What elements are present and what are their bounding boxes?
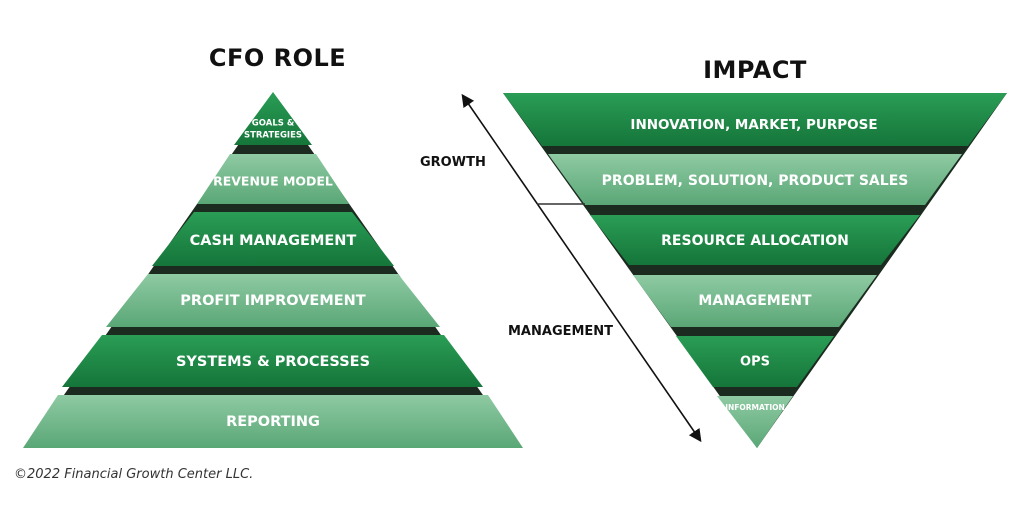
impact-label-1: INNOVATION, MARKET, PURPOSE <box>630 117 877 133</box>
pyramid-label-6: REPORTING <box>226 414 320 430</box>
impact-title: IMPACT <box>703 56 807 84</box>
pyramid-label-3: CASH MANAGEMENT <box>190 233 357 249</box>
pyramid-label-5: SYSTEMS & PROCESSES <box>176 354 370 370</box>
cfo-role-pyramid: GOALS & STRATEGIES REVENUE MODEL CASH MA… <box>23 92 523 448</box>
pyramid-level-3 <box>152 212 394 266</box>
impact-label-2: PROBLEM, SOLUTION, PRODUCT SALES <box>602 173 909 189</box>
pyramid-level-5 <box>62 335 483 387</box>
pyramid-level-2 <box>197 154 349 204</box>
impact-label-3: RESOURCE ALLOCATION <box>661 233 849 249</box>
growth-management-arrow <box>461 93 702 443</box>
pyramid-label-2: REVENUE MODEL <box>213 174 333 189</box>
pyramid-level-6 <box>23 395 523 448</box>
pyramid-level-1 <box>234 92 312 145</box>
cfo-role-title: CFO ROLE <box>208 44 347 72</box>
pyramid-label-1a: GOALS & <box>252 119 295 129</box>
pyramid-label-4: PROFIT IMPROVEMENT <box>180 293 366 309</box>
impact-level-5 <box>676 336 834 387</box>
pyramid-label-1b: STRATEGIES <box>244 131 302 141</box>
impact-label-5: OPS <box>740 355 770 370</box>
copyright-notice: ©2022 Financial Growth Center LLC. <box>14 467 254 482</box>
impact-level-6 <box>717 396 793 448</box>
pyramid-level-4 <box>106 274 440 327</box>
impact-label-4: MANAGEMENT <box>698 293 812 309</box>
impact-backdrop <box>503 93 1007 448</box>
impact-label-6: INFORMATION <box>725 403 785 412</box>
